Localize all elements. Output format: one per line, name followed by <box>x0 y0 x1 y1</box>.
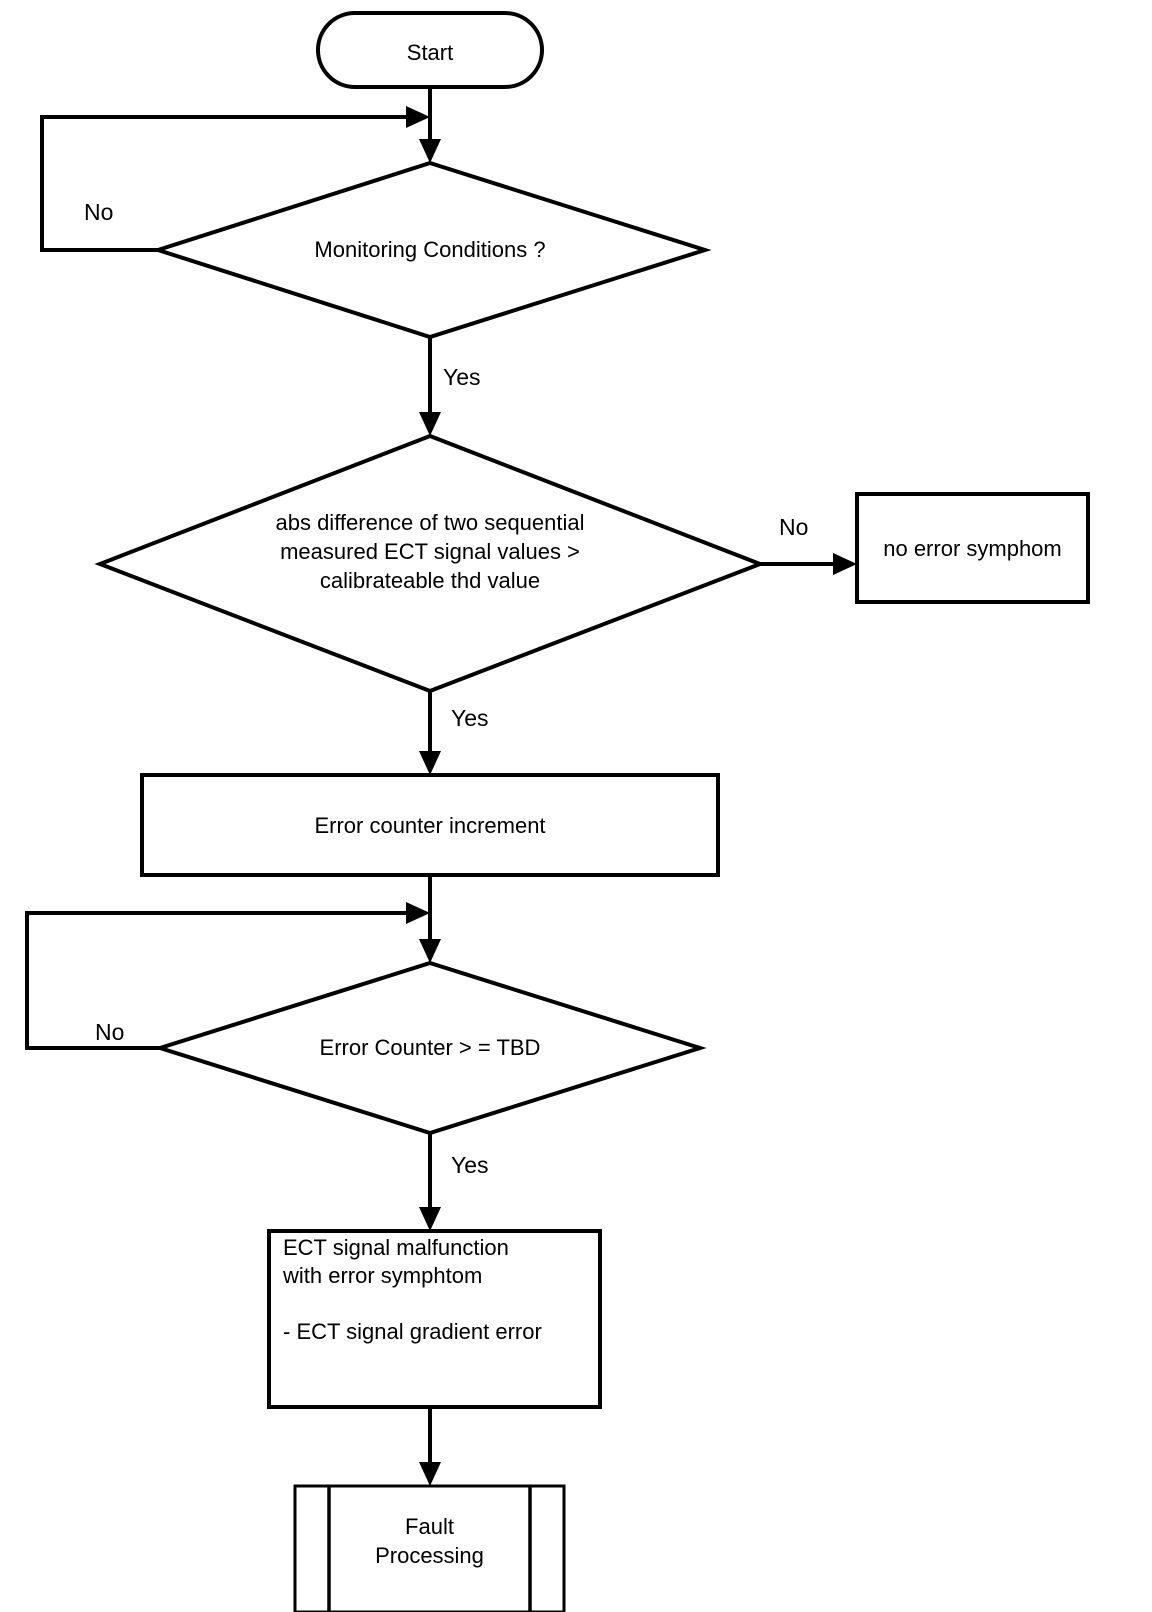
node-abs-difference-shape <box>94 433 766 694</box>
node-monitoring-conditions-shape <box>151 160 712 340</box>
node-no-error-symphom-shape <box>855 492 1090 604</box>
edge-monitoring-yes-arrowhead <box>419 412 441 436</box>
edge-abs-yes-arrowhead <box>419 751 441 775</box>
edge-error-counter-yes-arrowhead <box>419 1207 441 1231</box>
node-ect-malfunction-shape <box>267 1229 602 1409</box>
edge-monitoring-no-loop <box>40 115 417 252</box>
edge-counter-to-tbd-arrowhead <box>419 939 441 963</box>
node-fault-processing-shape <box>293 1484 566 1612</box>
edge-error-counter-no-loop <box>25 911 417 1050</box>
node-error-counter-tbd-shape <box>153 960 707 1136</box>
node-start-shape <box>316 11 544 89</box>
edge-error-counter-no-arrowhead <box>406 902 430 924</box>
node-error-counter-increment-shape <box>140 773 720 877</box>
edge-abs-no-arrowhead <box>833 553 857 575</box>
edge-monitoring-no-arrowhead <box>406 106 430 128</box>
edge-start-to-monitoring-arrowhead <box>419 139 441 163</box>
edge-malfunction-to-fault-arrowhead <box>419 1462 441 1486</box>
